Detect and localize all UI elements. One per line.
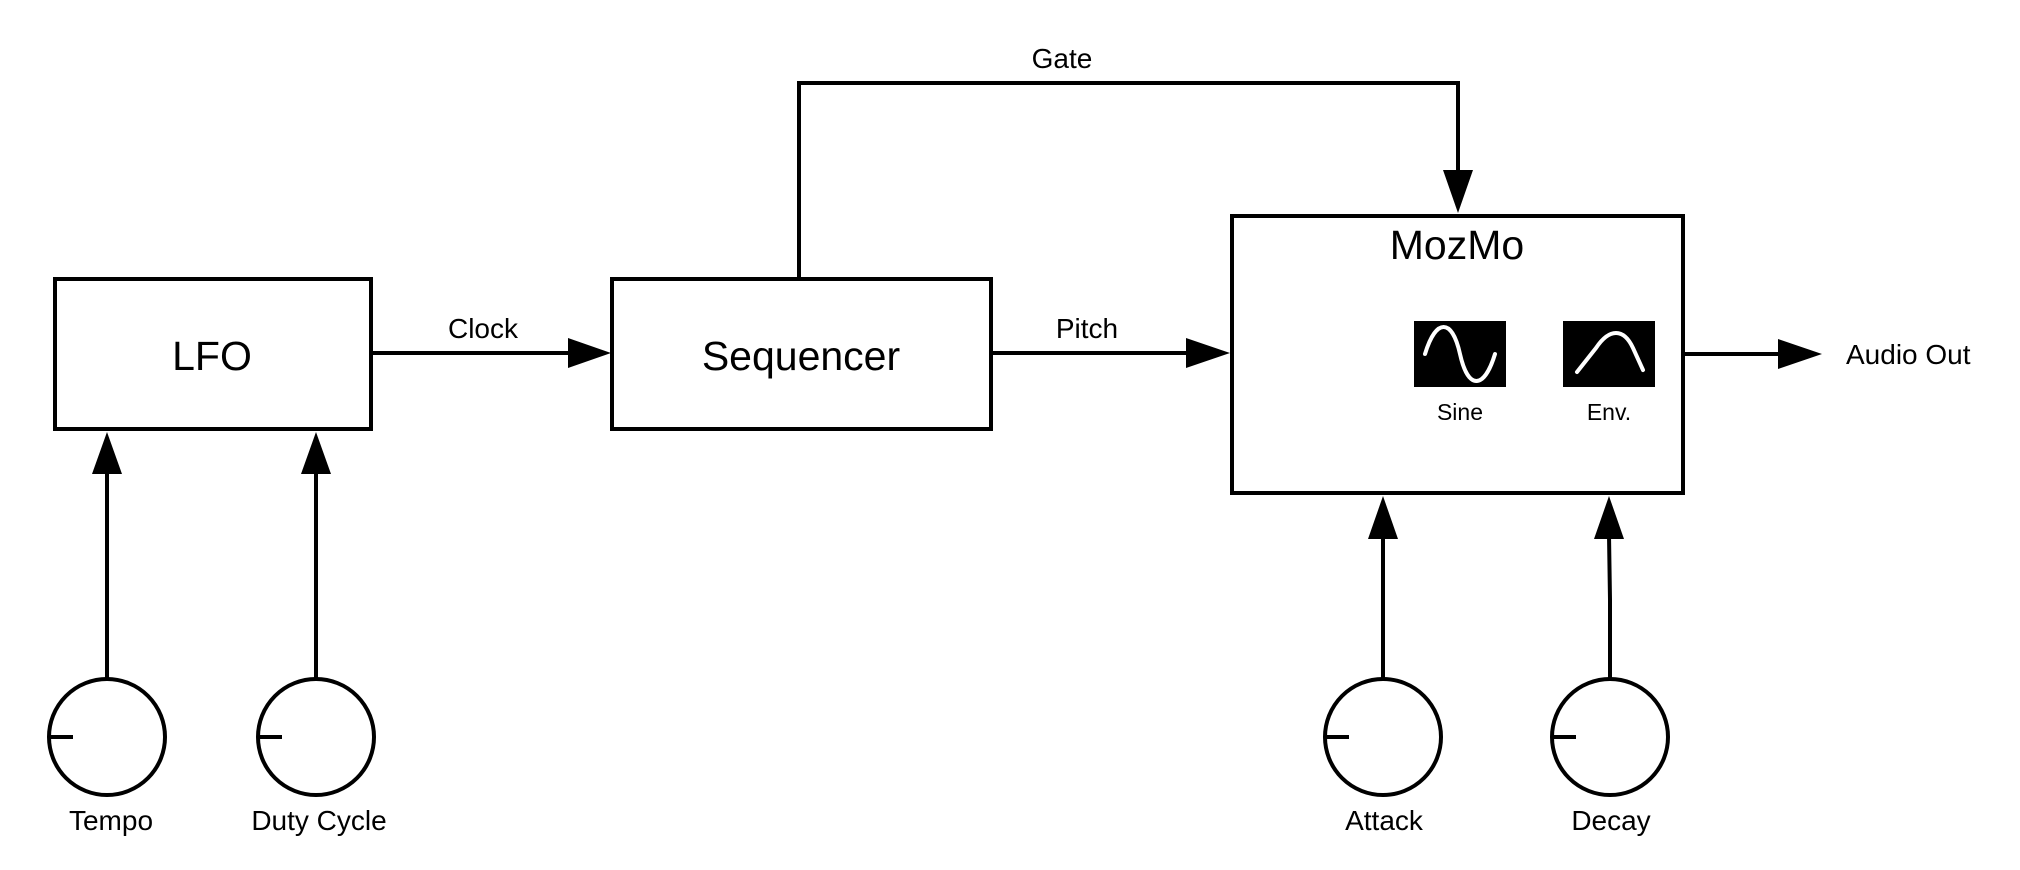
sequencer-label: Sequencer (702, 333, 900, 379)
sine-label: Sine (1437, 399, 1483, 425)
clock-label: Clock (448, 313, 519, 344)
envelope-label: Env. (1587, 399, 1631, 425)
audio-out-arrowhead (1778, 339, 1822, 369)
attack-arrowhead (1368, 496, 1398, 539)
tempo-knob[interactable] (47, 677, 167, 797)
envelope-button-bg (1563, 321, 1655, 387)
attack-label: Attack (1345, 805, 1424, 836)
decay-knob[interactable] (1550, 677, 1670, 797)
pitch-label: Pitch (1056, 313, 1118, 344)
gate-label: Gate (1032, 43, 1093, 74)
sine-wave-icon (1423, 325, 1497, 383)
mozmo-label: MozMo (1390, 222, 1524, 268)
lfo-label: LFO (172, 333, 252, 379)
tempo-label: Tempo (69, 805, 153, 836)
sine-button[interactable] (1414, 321, 1506, 387)
duty-cycle-label: Duty Cycle (251, 805, 386, 836)
audio-out-label: Audio Out (1846, 339, 1971, 370)
sequencer-block[interactable] (610, 277, 993, 431)
clock-arrowhead (568, 338, 611, 368)
decay-label: Decay (1571, 805, 1650, 836)
pitch-arrowhead (1186, 338, 1230, 368)
gate-connection (797, 81, 1460, 278)
duty-cycle-knob[interactable] (256, 677, 376, 797)
attack-knob[interactable] (1323, 677, 1443, 797)
envelope-button[interactable] (1563, 321, 1655, 387)
envelope-icon (1575, 331, 1645, 374)
decay-arrowhead (1594, 496, 1624, 539)
gate-arrowhead (1443, 170, 1473, 213)
decay-connection (1607, 534, 1612, 679)
duty-cycle-arrowhead (301, 432, 331, 474)
tempo-arrowhead (92, 432, 122, 474)
